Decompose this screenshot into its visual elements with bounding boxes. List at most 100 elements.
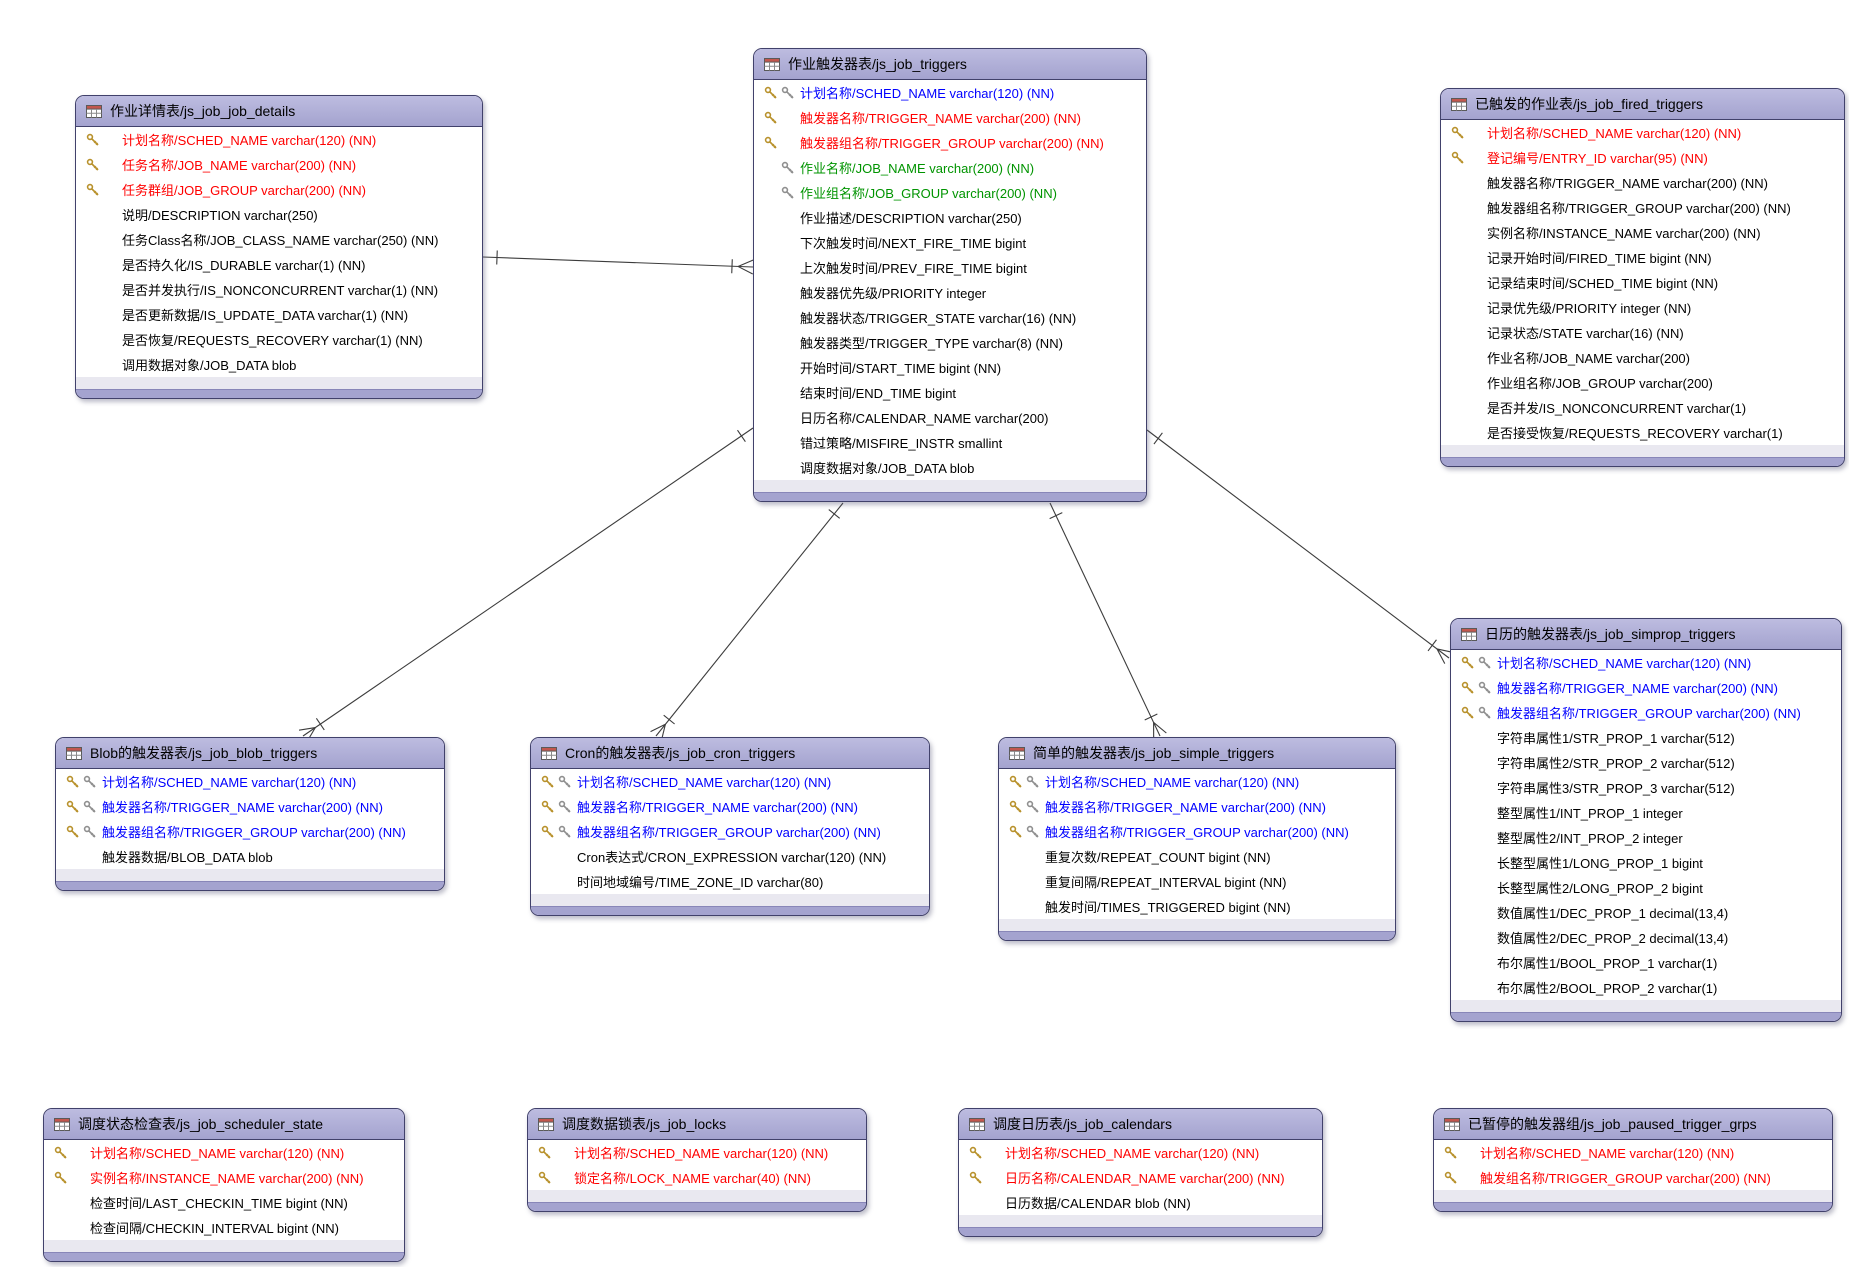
table-header-js_job_fired_triggers[interactable]: 已触发的作业表/js_job_fired_triggers (1441, 89, 1844, 120)
field-row[interactable]: 触发器组名称/TRIGGER_GROUP varchar(200) (NN) (754, 130, 1146, 155)
field-row[interactable]: 任务Class名称/JOB_CLASS_NAME varchar(250) (N… (76, 227, 482, 252)
field-row[interactable]: 下次触发时间/NEXT_FIRE_TIME bigint (754, 230, 1146, 255)
field-row[interactable]: 记录结束时间/SCHED_TIME bigint (NN) (1441, 270, 1844, 295)
field-row[interactable]: 整型属性1/INT_PROP_1 integer (1451, 800, 1841, 825)
table-header-js_job_locks[interactable]: 调度数据锁表/js_job_locks (528, 1109, 866, 1140)
field-row[interactable]: 作业组名称/JOB_GROUP varchar(200) (1441, 370, 1844, 395)
field-row[interactable]: 作业名称/JOB_NAME varchar(200) (NN) (754, 155, 1146, 180)
field-row[interactable]: 重复间隔/REPEAT_INTERVAL bigint (NN) (999, 869, 1395, 894)
field-row[interactable]: 触发器名称/TRIGGER_NAME varchar(200) (NN) (1441, 170, 1844, 195)
field-row[interactable]: 作业组名称/JOB_GROUP varchar(200) (NN) (754, 180, 1146, 205)
field-row[interactable]: 登记编号/ENTRY_ID varchar(95) (NN) (1441, 145, 1844, 170)
field-row[interactable]: 任务群组/JOB_GROUP varchar(200) (NN) (76, 177, 482, 202)
field-row[interactable]: 触发器组名称/TRIGGER_GROUP varchar(200) (NN) (1441, 195, 1844, 220)
field-row[interactable]: 触发时间/TIMES_TRIGGERED bigint (NN) (999, 894, 1395, 919)
field-row[interactable]: 布尔属性2/BOOL_PROP_2 varchar(1) (1451, 975, 1841, 1000)
field-row[interactable]: 计划名称/SCHED_NAME varchar(120) (NN) (76, 127, 482, 152)
field-row[interactable]: 计划名称/SCHED_NAME varchar(120) (NN) (44, 1140, 404, 1165)
field-row[interactable]: 检查间隔/CHECKIN_INTERVAL bigint (NN) (44, 1215, 404, 1240)
field-row[interactable]: 调度数据对象/JOB_DATA blob (754, 455, 1146, 480)
field-row[interactable]: 整型属性2/INT_PROP_2 integer (1451, 825, 1841, 850)
table-header-js_job_calendars[interactable]: 调度日历表/js_job_calendars (959, 1109, 1322, 1140)
field-row[interactable]: Cron表达式/CRON_EXPRESSION varchar(120) (NN… (531, 844, 929, 869)
field-row[interactable]: 布尔属性1/BOOL_PROP_1 varchar(1) (1451, 950, 1841, 975)
field-row[interactable]: 作业名称/JOB_NAME varchar(200) (1441, 345, 1844, 370)
field-row[interactable]: 触发器名称/TRIGGER_NAME varchar(200) (NN) (1451, 675, 1841, 700)
field-row[interactable]: 触发器名称/TRIGGER_NAME varchar(200) (NN) (56, 794, 444, 819)
field-row[interactable]: 计划名称/SCHED_NAME varchar(120) (NN) (1441, 120, 1844, 145)
field-row[interactable]: 数值属性2/DEC_PROP_2 decimal(13,4) (1451, 925, 1841, 950)
field-row[interactable]: 长整型属性1/LONG_PROP_1 bigint (1451, 850, 1841, 875)
field-row[interactable]: 触发器名称/TRIGGER_NAME varchar(200) (NN) (531, 794, 929, 819)
table-header-js_job_cron_triggers[interactable]: Cron的触发器表/js_job_cron_triggers (531, 738, 929, 769)
field-row[interactable]: 日历名称/CALENDAR_NAME varchar(200) (754, 405, 1146, 430)
field-row[interactable]: 实例名称/INSTANCE_NAME varchar(200) (NN) (1441, 220, 1844, 245)
field-row[interactable]: 作业描述/DESCRIPTION varchar(250) (754, 205, 1146, 230)
field-row[interactable]: 计划名称/SCHED_NAME varchar(120) (NN) (999, 769, 1395, 794)
field-row[interactable]: 任务名称/JOB_NAME varchar(200) (NN) (76, 152, 482, 177)
table-header-js_job_scheduler_state[interactable]: 调度状态检查表/js_job_scheduler_state (44, 1109, 404, 1140)
field-row[interactable]: 触发器组名称/TRIGGER_GROUP varchar(200) (NN) (531, 819, 929, 844)
field-row[interactable]: 字符串属性3/STR_PROP_3 varchar(512) (1451, 775, 1841, 800)
field-row[interactable]: 触发器数据/BLOB_DATA blob (56, 844, 444, 869)
field-row[interactable]: 日历数据/CALENDAR blob (NN) (959, 1190, 1322, 1215)
field-row[interactable]: 上次触发时间/PREV_FIRE_TIME bigint (754, 255, 1146, 280)
field-row[interactable]: 调用数据对象/JOB_DATA blob (76, 352, 482, 377)
field-row[interactable]: 数值属性1/DEC_PROP_1 decimal(13,4) (1451, 900, 1841, 925)
field-row[interactable]: 结束时间/END_TIME bigint (754, 380, 1146, 405)
table-header-js_job_blob_triggers[interactable]: Blob的触发器表/js_job_blob_triggers (56, 738, 444, 769)
field-row[interactable]: 锁定名称/LOCK_NAME varchar(40) (NN) (528, 1165, 866, 1190)
field-row[interactable]: 检查时间/LAST_CHECKIN_TIME bigint (NN) (44, 1190, 404, 1215)
field-row[interactable]: 记录开始时间/FIRED_TIME bigint (NN) (1441, 245, 1844, 270)
field-row[interactable]: 记录优先级/PRIORITY integer (NN) (1441, 295, 1844, 320)
field-row[interactable]: 日历名称/CALENDAR_NAME varchar(200) (NN) (959, 1165, 1322, 1190)
field-row[interactable]: 是否并发/IS_NONCONCURRENT varchar(1) (1441, 395, 1844, 420)
field-row[interactable]: 触发器名称/TRIGGER_NAME varchar(200) (NN) (754, 105, 1146, 130)
field-row[interactable]: 计划名称/SCHED_NAME varchar(120) (NN) (528, 1140, 866, 1165)
field-row[interactable]: 计划名称/SCHED_NAME varchar(120) (NN) (56, 769, 444, 794)
field-row[interactable]: 触发器组名称/TRIGGER_GROUP varchar(200) (NN) (56, 819, 444, 844)
field-row[interactable]: 触发器类型/TRIGGER_TYPE varchar(8) (NN) (754, 330, 1146, 355)
field-row[interactable]: 触发组名称/TRIGGER_GROUP varchar(200) (NN) (1434, 1165, 1832, 1190)
field-row[interactable]: 计划名称/SCHED_NAME varchar(120) (NN) (754, 80, 1146, 105)
field-row[interactable]: 长整型属性2/LONG_PROP_2 bigint (1451, 875, 1841, 900)
field-row[interactable]: 触发器组名称/TRIGGER_GROUP varchar(200) (NN) (1451, 700, 1841, 725)
field-row[interactable]: 错过策略/MISFIRE_INSTR smallint (754, 430, 1146, 455)
field-row[interactable]: 时间地域编号/TIME_ZONE_ID varchar(80) (531, 869, 929, 894)
field-row[interactable]: 计划名称/SCHED_NAME varchar(120) (NN) (1451, 650, 1841, 675)
field-row[interactable]: 字符串属性2/STR_PROP_2 varchar(512) (1451, 750, 1841, 775)
field-row[interactable]: 计划名称/SCHED_NAME varchar(120) (NN) (531, 769, 929, 794)
field-row[interactable]: 计划名称/SCHED_NAME varchar(120) (NN) (1434, 1140, 1832, 1165)
field-row[interactable]: 触发器名称/TRIGGER_NAME varchar(200) (NN) (999, 794, 1395, 819)
field-row[interactable]: 是否恢复/REQUESTS_RECOVERY varchar(1) (NN) (76, 327, 482, 352)
table-header-js_job_paused_trigger_grps[interactable]: 已暂停的触发器组/js_job_paused_trigger_grps (1434, 1109, 1832, 1140)
table-header-js_job_triggers[interactable]: 作业触发器表/js_job_triggers (754, 49, 1146, 80)
field-row[interactable]: 实例名称/INSTANCE_NAME varchar(200) (NN) (44, 1165, 404, 1190)
table-header-js_job_simple_triggers[interactable]: 简单的触发器表/js_job_simple_triggers (999, 738, 1395, 769)
field-row[interactable]: 是否持久化/IS_DURABLE varchar(1) (NN) (76, 252, 482, 277)
field-row[interactable]: 说明/DESCRIPTION varchar(250) (76, 202, 482, 227)
field-row[interactable]: 计划名称/SCHED_NAME varchar(120) (NN) (959, 1140, 1322, 1165)
table-header-js_job_simprop_triggers[interactable]: 日历的触发器表/js_job_simprop_triggers (1451, 619, 1841, 650)
table-header-js_job_job_details[interactable]: 作业详情表/js_job_job_details (76, 96, 482, 127)
field-row[interactable]: 是否接受恢复/REQUESTS_RECOVERY varchar(1) (1441, 420, 1844, 445)
field-row[interactable]: 开始时间/START_TIME bigint (NN) (754, 355, 1146, 380)
field-row[interactable]: 是否并发执行/IS_NONCONCURRENT varchar(1) (NN) (76, 277, 482, 302)
field-row[interactable]: 触发器状态/TRIGGER_STATE varchar(16) (NN) (754, 305, 1146, 330)
field-row[interactable]: 触发器优先级/PRIORITY integer (754, 280, 1146, 305)
field-row[interactable]: 是否更新数据/IS_UPDATE_DATA varchar(1) (NN) (76, 302, 482, 327)
field-row[interactable]: 记录状态/STATE varchar(16) (NN) (1441, 320, 1844, 345)
field-row[interactable]: 重复次数/REPEAT_COUNT bigint (NN) (999, 844, 1395, 869)
field-row[interactable]: 字符串属性1/STR_PROP_1 varchar(512) (1451, 725, 1841, 750)
